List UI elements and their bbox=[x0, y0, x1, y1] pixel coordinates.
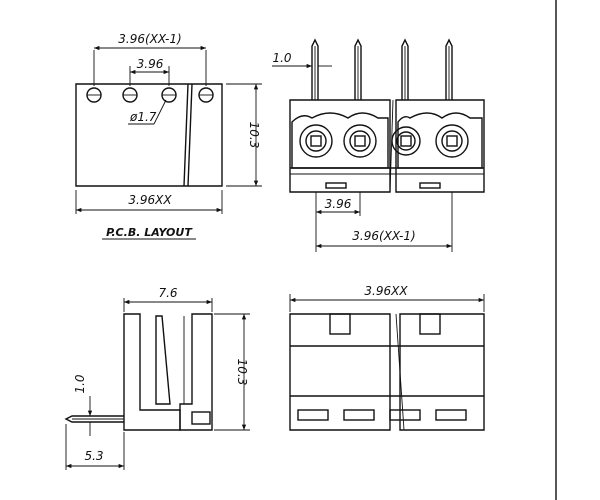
front-pin-label: 1.0 bbox=[272, 51, 291, 65]
side-offset-label: 5.3 bbox=[84, 449, 103, 463]
side-depth-label: 7.6 bbox=[158, 286, 177, 300]
pcb-layout-title: P.C.B. LAYOUT bbox=[106, 226, 193, 239]
front-view bbox=[272, 38, 485, 252]
side-height-label: 10.3 bbox=[235, 359, 249, 386]
rear-view bbox=[289, 294, 485, 431]
side-view bbox=[64, 298, 250, 470]
front-pitch-total-label: 3.96(XX-1) bbox=[352, 229, 415, 243]
pcb-width-label: 3.96XX bbox=[128, 193, 172, 207]
pcb-layout-view bbox=[75, 45, 262, 240]
pcb-height-label: 10.3 bbox=[247, 122, 261, 149]
pcb-hole-label: ø1.7 bbox=[129, 110, 157, 124]
pcb-pitch-label: 3.96 bbox=[137, 57, 164, 71]
front-pitch-label: 3.96 bbox=[325, 197, 352, 211]
rear-width-label: 3.96XX bbox=[364, 284, 408, 298]
pcb-pitch-total-label: 3.96(XX-1) bbox=[118, 32, 181, 46]
side-pin-label: 1.0 bbox=[73, 374, 87, 393]
